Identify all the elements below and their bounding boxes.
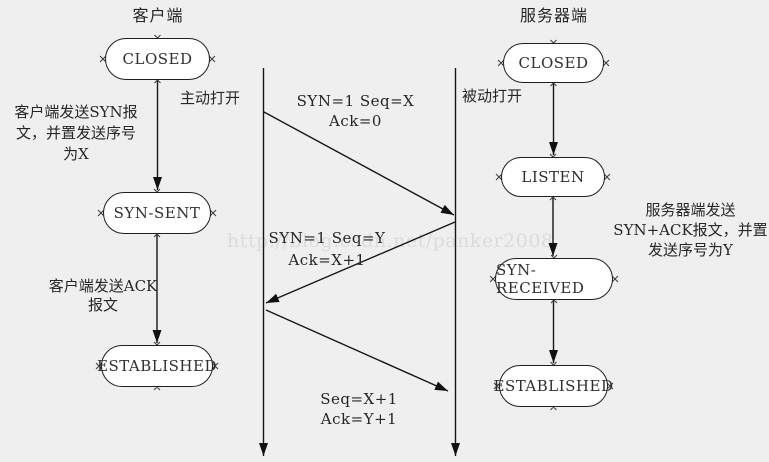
client-syn-annotation: 客户端发送SYN报 文，并置发送序号 为X [14, 103, 138, 163]
state-server-established: ESTABLISHED [494, 365, 613, 407]
edge-message-synack [265, 221, 456, 304]
message-syn-label: SYN=1 Seq=X Ack=0 [296, 92, 415, 130]
message-synack-label: SYN=1 Seq=Y Ack=X+1 [268, 229, 386, 269]
state-server-closed: CLOSED [503, 43, 604, 83]
state-client-established: ESTABLISHED [97, 345, 217, 387]
server-passive-open-label: 被动打开 [462, 87, 523, 105]
state-server-syn-received: SYN-RECEIVED [495, 258, 613, 300]
edge-message-syn [263, 111, 455, 216]
server-title: 服务器端 [519, 6, 588, 25]
client-ack-annotation: 客户端发送ACK 报文 [48, 277, 158, 314]
edge-message-ack [265, 309, 449, 392]
watermark-text: http://blog.csdn.net/panker2008 [227, 230, 554, 252]
state-client-closed: CLOSED [105, 38, 210, 80]
server-synack-annotation: 服务器端发送 SYN+ACK报文，并置 发送序号为Y [613, 201, 768, 259]
message-ack-label: Seq=X+1 Ack=Y+1 [320, 390, 398, 428]
state-server-listen: LISTEN [501, 157, 605, 197]
state-client-syn-sent: SYN-SENT [103, 192, 211, 234]
client-title: 客户端 [132, 6, 184, 25]
client-active-open-label: 主动打开 [180, 89, 241, 107]
